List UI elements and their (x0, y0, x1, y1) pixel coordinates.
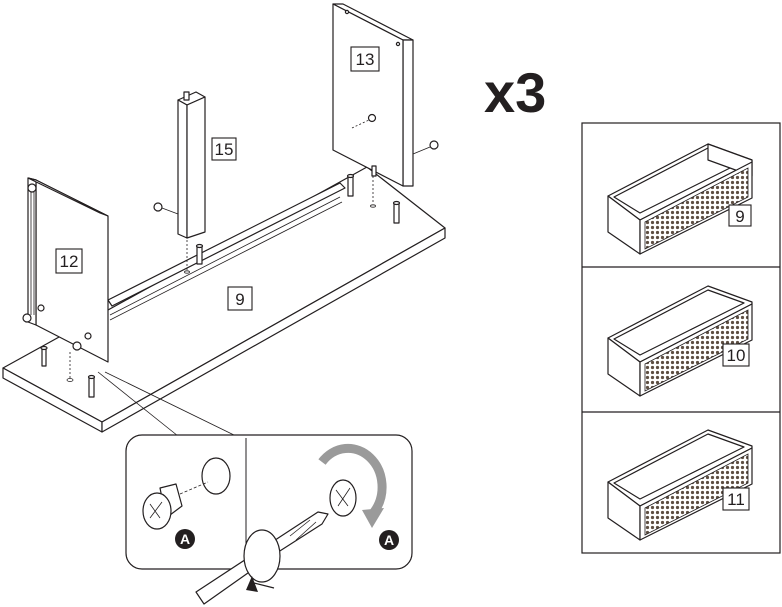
drawer-10-label: 10 (727, 346, 746, 365)
post-15-label-box (211, 137, 237, 161)
rotate-arrow-icon (318, 443, 387, 515)
panel-12-label: 12 (60, 252, 79, 271)
cam-lock-fitting-right: A (318, 443, 399, 550)
drawer-9-label: 9 (735, 207, 744, 226)
drawer-11-label: 11 (727, 490, 745, 509)
post-15: 15 (153, 91, 237, 239)
cam-lock-fitting-left: A (142, 457, 231, 549)
dowel-pins (40, 173, 401, 398)
panel-13-label-box (350, 46, 380, 72)
base-9-label-box (227, 286, 253, 311)
detail-callout: A A (97, 371, 413, 570)
back-rail (107, 182, 346, 307)
base-9-label: 9 (235, 290, 244, 309)
fitting-a-right: A (384, 532, 394, 548)
drawer-9: 9 (607, 143, 753, 255)
drawer-11: 11 (607, 429, 753, 541)
side-panel-12: 12 (22, 177, 109, 363)
post-15-label: 15 (215, 140, 234, 159)
drawer-10: 10 (607, 285, 753, 397)
quantity-label: x3 (484, 61, 546, 124)
screwdriver-icon (195, 511, 329, 605)
fitting-a-left: A (180, 531, 190, 547)
base-board-9 (2, 166, 446, 433)
panel-12-label-box (55, 248, 83, 274)
side-panel-13: 13 (332, 3, 439, 187)
panel-13-label: 13 (356, 50, 375, 69)
